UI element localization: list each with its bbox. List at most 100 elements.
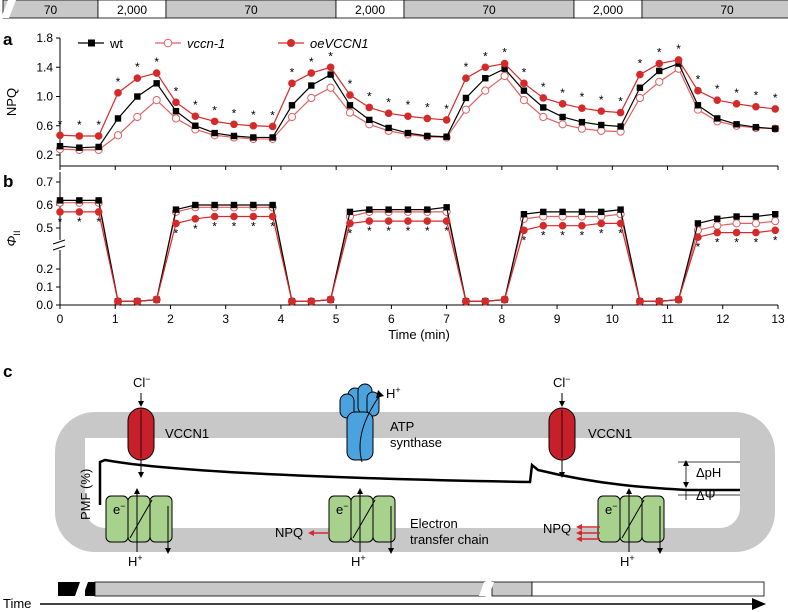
data-point-wt (443, 133, 450, 140)
hplus-label: H+ (351, 553, 366, 569)
data-point-wt (172, 107, 180, 115)
dpsi-label: ΔΨ (696, 488, 716, 503)
data-point-oeVCCN1 (674, 56, 683, 64)
x-tick-label: 11 (661, 312, 674, 326)
series-line-wt (59, 62, 776, 149)
data-point-wt (385, 206, 392, 213)
data-point-oeVCCN1 (404, 217, 412, 225)
data-point-wt (95, 197, 102, 204)
significance-star: * (270, 220, 275, 234)
data-point-oeVCCN1 (346, 91, 354, 99)
data-point-wt (598, 121, 605, 129)
significance-star: * (116, 75, 121, 89)
data-point-vccn-1 (635, 93, 645, 103)
data-point-wt (617, 206, 624, 213)
data-point-oeVCCN1 (655, 297, 664, 306)
axis-break-mark (52, 239, 66, 245)
data-point-vccn-1 (171, 114, 181, 123)
data-point-oeVCCN1 (230, 212, 238, 221)
data-point-wt (540, 104, 547, 111)
data-point-oeVCCN1 (597, 107, 606, 115)
data-point-oeVCCN1 (539, 221, 548, 230)
data-point-oeVCCN1 (384, 109, 393, 118)
cl-label-left: Cl− (133, 374, 151, 390)
side-arrowhead (657, 548, 663, 554)
legend-label: vccn-1 (187, 36, 225, 51)
significance-star: * (367, 224, 372, 238)
etc-label-1: Electron (410, 516, 458, 531)
hplus-label: H+ (620, 553, 635, 569)
side-arrowhead (388, 548, 394, 554)
data-point-wt (733, 213, 740, 220)
data-point-vccn-1 (345, 108, 355, 117)
data-point-oeVCCN1 (152, 69, 161, 77)
data-point-oeVCCN1 (481, 63, 490, 72)
significance-star: * (193, 98, 198, 112)
data-point-oeVCCN1 (732, 100, 741, 108)
hplus-sup: + (137, 553, 142, 563)
time-light-bar (58, 581, 765, 597)
y-tick-label: 0.0 (36, 298, 53, 312)
etc-path (352, 499, 376, 539)
y-tick-label: 0.6 (36, 198, 53, 212)
data-point-wt (250, 134, 257, 141)
etc-label-2: transfer chain (410, 532, 489, 547)
significance-star: * (96, 215, 101, 229)
data-point-oeVCCN1 (771, 226, 780, 235)
light-segment-label: 70 (244, 3, 258, 17)
data-point-wt (230, 201, 238, 209)
significance-star: * (386, 224, 391, 238)
data-point-oeVCCN1 (752, 102, 760, 111)
data-point-wt (250, 201, 257, 209)
data-point-wt (308, 82, 315, 89)
significance-star: * (232, 220, 237, 234)
data-point-oeVCCN1 (520, 226, 528, 235)
data-point-oeVCCN1 (326, 63, 335, 72)
data-point-oeVCCN1 (404, 112, 412, 121)
significance-star: * (580, 90, 585, 104)
data-point-vccn-1 (152, 96, 161, 105)
x-tick-label: 1 (112, 312, 119, 326)
data-point-wt (733, 121, 740, 128)
data-point-wt (482, 75, 489, 82)
etc-complex-middle: e−H+ (328, 488, 396, 569)
npq-label-right: NPQ (543, 521, 571, 536)
data-point-wt (192, 122, 199, 129)
data-point-oeVCCN1 (365, 217, 374, 225)
data-point-oeVCCN1 (597, 219, 606, 228)
significance-star: * (734, 236, 739, 250)
data-point-vccn-1 (461, 105, 471, 114)
hplus-atp-label: H+ (386, 385, 401, 401)
y-tick-label: 0.5 (36, 221, 53, 235)
data-point-oeVCCN1 (423, 217, 432, 225)
x-tick-label: 9 (554, 312, 561, 326)
data-point-wt (385, 124, 392, 132)
data-point-oeVCCN1 (307, 69, 316, 77)
significance-star: * (406, 98, 411, 112)
x-tick-label: 13 (771, 312, 785, 326)
data-point-wt (327, 71, 334, 78)
significance-star: * (444, 224, 449, 238)
data-point-vccn-1 (597, 126, 606, 135)
data-point-oeVCCN1 (771, 105, 780, 113)
y-tick-label: 1.8 (36, 31, 53, 45)
significance-star: * (77, 215, 82, 229)
significance-star: * (638, 57, 643, 71)
x-tick-label: 10 (606, 312, 620, 326)
data-point-oeVCCN1 (288, 297, 296, 306)
light-segment-label: 70 (720, 3, 734, 17)
data-point-wt (404, 129, 412, 137)
legend-marker (163, 38, 173, 48)
x-tick-label: 6 (388, 312, 395, 326)
electron-sup: − (120, 501, 125, 511)
data-point-oeVCCN1 (694, 86, 702, 95)
data-point-oeVCCN1 (636, 70, 644, 79)
data-point-wt (772, 211, 779, 218)
data-point-oeVCCN1 (94, 208, 103, 216)
significance-star: * (599, 226, 604, 240)
npq-arrows-right (576, 524, 600, 542)
data-point-oeVCCN1 (346, 219, 354, 228)
data-point-vccn-1 (287, 112, 297, 122)
data-point-oeVCCN1 (539, 94, 548, 102)
